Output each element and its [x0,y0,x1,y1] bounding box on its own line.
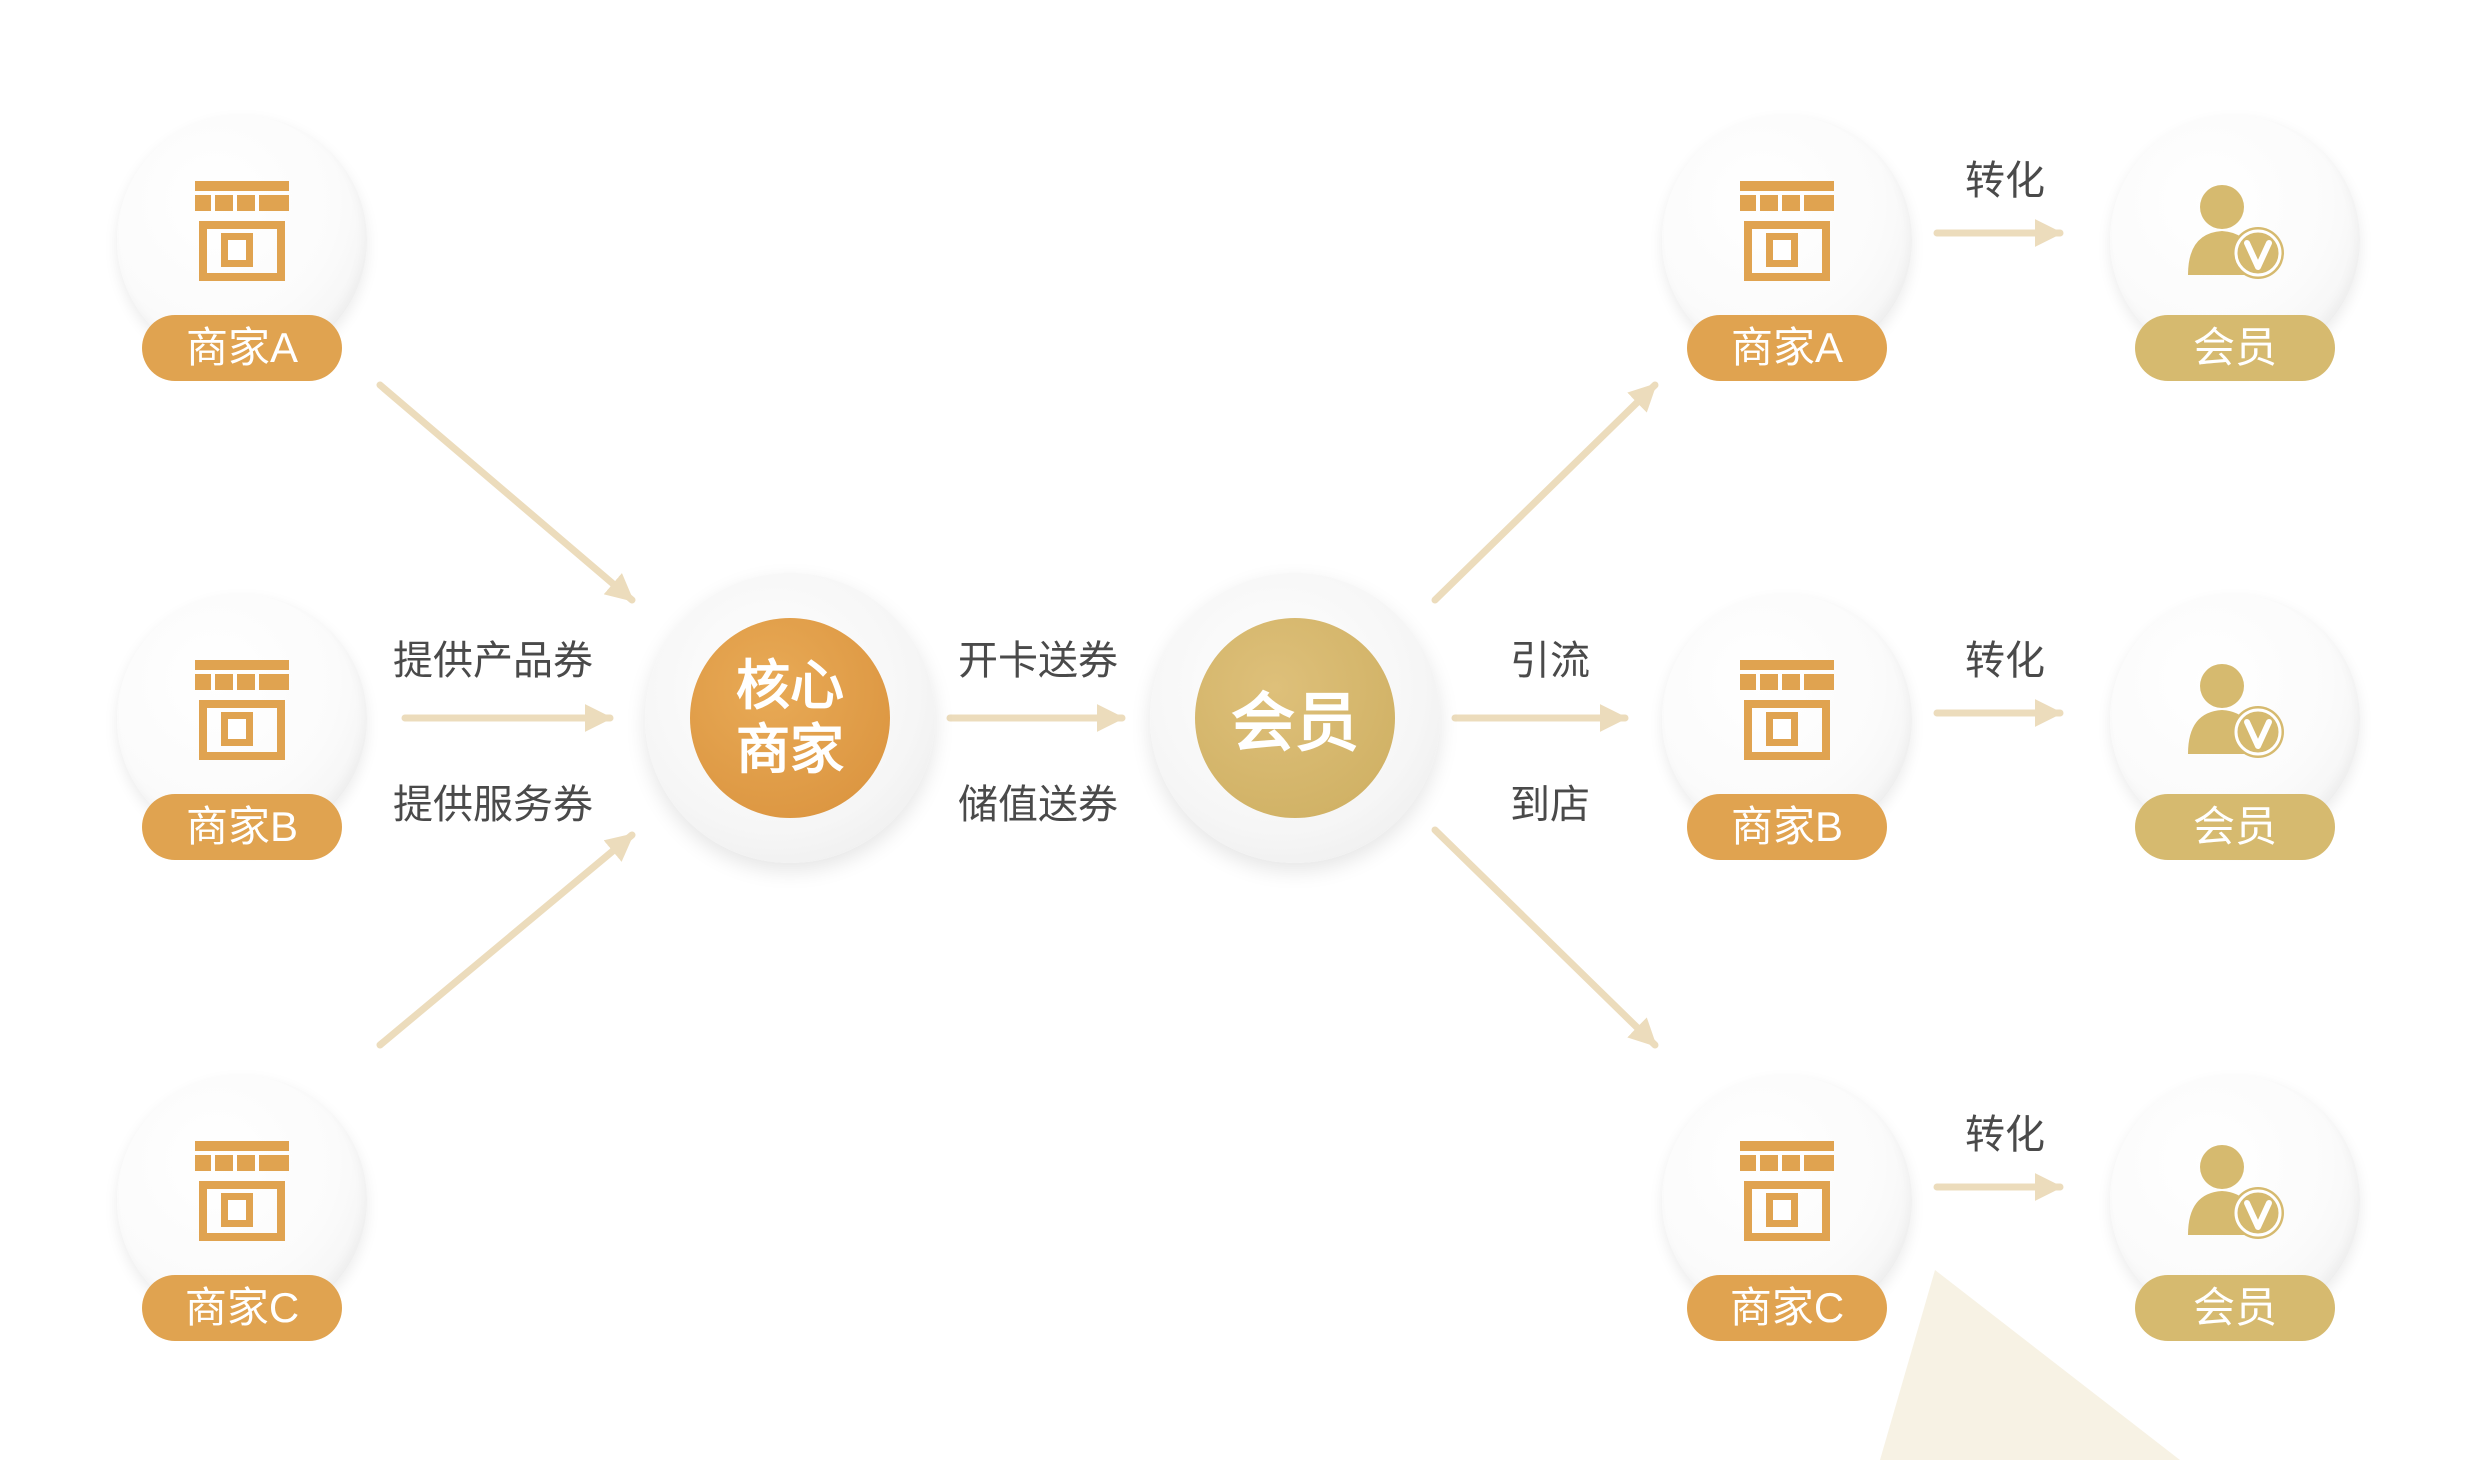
arrow-merchant-c-to-core [376,831,636,1049]
conversion-label-c: 转化 [1965,1113,2045,1157]
flow-label-visit-store: 到店 [1510,783,1590,827]
member-node-c[interactable]: 会员 [2110,1075,2360,1341]
member-hub-circle: 会员 [1195,618,1395,818]
flow-label-card-voucher: 开卡送券 [958,639,1118,683]
flow-label-deposit-voucher: 储值送券 [958,783,1118,827]
member-label: 会员 [2135,315,2335,381]
arrow-member-to-merchant-a [1431,381,1659,604]
vip-member-icon [2188,1145,2284,1239]
core-merchant-line1: 核心 [736,656,844,716]
storefront-icon [195,660,289,760]
right-merchant-c[interactable]: 商家C [1662,1075,1912,1341]
core-merchant-circle: 核心 商家 [690,618,890,818]
core-merchant-line2: 商家 [736,720,844,780]
member-hub-label: 会员 [1231,687,1359,759]
merchant-label: 商家B [1687,794,1887,860]
merchant-label: 商家C [1687,1275,1887,1341]
storefront-icon [1740,660,1834,760]
left-merchant-a[interactable]: 商家A [117,115,367,381]
left-merchant-c[interactable]: 商家C [117,1075,367,1341]
arrow-merchant-a-to-core [376,381,636,604]
flow-label-traffic: 引流 [1510,639,1590,683]
member-label: 会员 [2135,1275,2335,1341]
member-label: 会员 [2135,794,2335,860]
left-merchant-b[interactable]: 商家B [117,594,367,860]
right-merchant-a[interactable]: 商家A [1662,115,1912,381]
decorative-triangle [1880,1270,2180,1460]
vip-member-icon [2188,185,2284,279]
flow-label-service-voucher: 提供服务券 [393,783,593,827]
merchant-label: 商家C [142,1275,342,1341]
right-merchant-b[interactable]: 商家B [1662,594,1912,860]
merchant-label: 商家A [142,315,342,381]
storefront-icon [195,181,289,281]
merchant-label: 商家A [1687,315,1887,381]
conversion-label-b: 转化 [1965,639,2045,683]
storefront-icon [1740,181,1834,281]
member-node-b[interactable]: 会员 [2110,594,2360,860]
storefront-icon [195,1141,289,1241]
member-node-a[interactable]: 会员 [2110,115,2360,381]
arrow-member-to-merchant-c [1431,826,1659,1049]
merchant-label: 商家B [142,794,342,860]
core-merchant-hub[interactable]: 核心 商家 [645,573,935,863]
vip-member-icon [2188,664,2284,758]
conversion-label-a: 转化 [1965,159,2045,203]
member-hub[interactable]: 会员 [1150,573,1440,863]
flow-label-product-voucher: 提供产品券 [393,639,593,683]
storefront-icon [1740,1141,1834,1241]
